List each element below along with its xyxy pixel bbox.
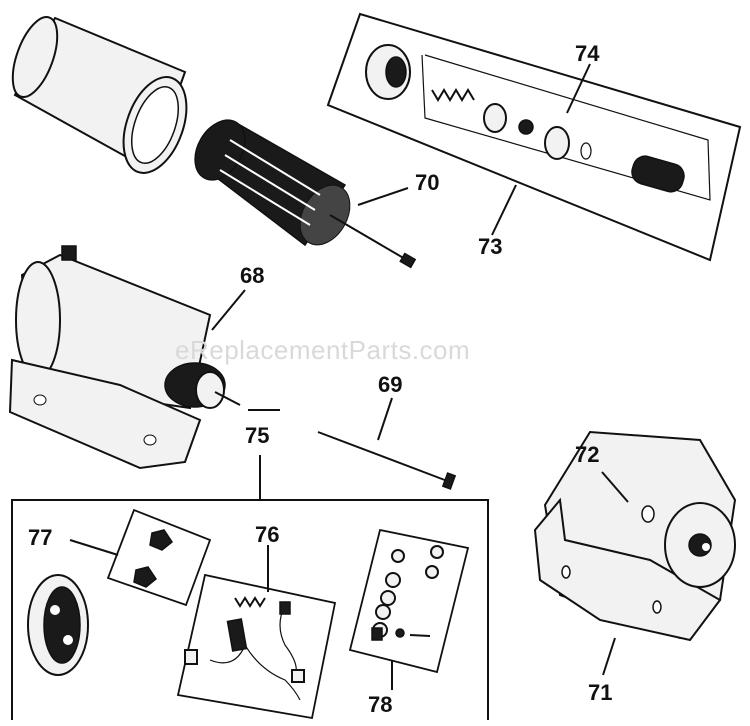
callout-71: 71: [588, 680, 612, 705]
leader-69: [377, 397, 393, 441]
dust-cover: [631, 155, 685, 193]
pinion-gear: [164, 362, 241, 409]
through-bolt: [317, 431, 457, 490]
callout-77: 77: [28, 525, 52, 550]
kit-bracket: [11, 499, 489, 720]
callout-74: 74: [575, 41, 600, 66]
drive-gear: [365, 44, 411, 100]
leader-74: [566, 63, 591, 114]
hardware-card-78: [348, 528, 470, 674]
callout-68: 68: [240, 263, 264, 288]
stop-collar: [544, 126, 570, 160]
brush-holder-card-76: [176, 573, 337, 720]
leader-68: [211, 289, 246, 331]
callout-69: 69: [378, 372, 402, 397]
leader-77: [69, 539, 119, 556]
callout-70: 70: [415, 170, 439, 195]
callout-75: 75: [245, 423, 269, 448]
brush-card-77: [106, 508, 212, 607]
leader-71: [602, 637, 616, 676]
nut: [518, 119, 534, 135]
leader-72: [601, 471, 629, 503]
callout-76: 76: [255, 522, 279, 547]
watermark: eReplacementParts.com: [175, 335, 470, 365]
washer: [580, 142, 592, 160]
armature: [194, 119, 417, 269]
callout-78: 78: [368, 692, 392, 717]
leader-73: [491, 184, 517, 236]
kit-card-73-74: [326, 12, 742, 262]
starter-motor: [8, 245, 241, 470]
collar: [483, 103, 507, 133]
housing-sleeve: [11, 16, 188, 174]
drive-end-bracket: [533, 430, 737, 642]
callout-73: 73: [478, 234, 502, 259]
end-cap: [27, 574, 89, 676]
callout-72: 72: [575, 442, 599, 467]
spring: [431, 88, 475, 102]
leader-70: [357, 187, 409, 206]
